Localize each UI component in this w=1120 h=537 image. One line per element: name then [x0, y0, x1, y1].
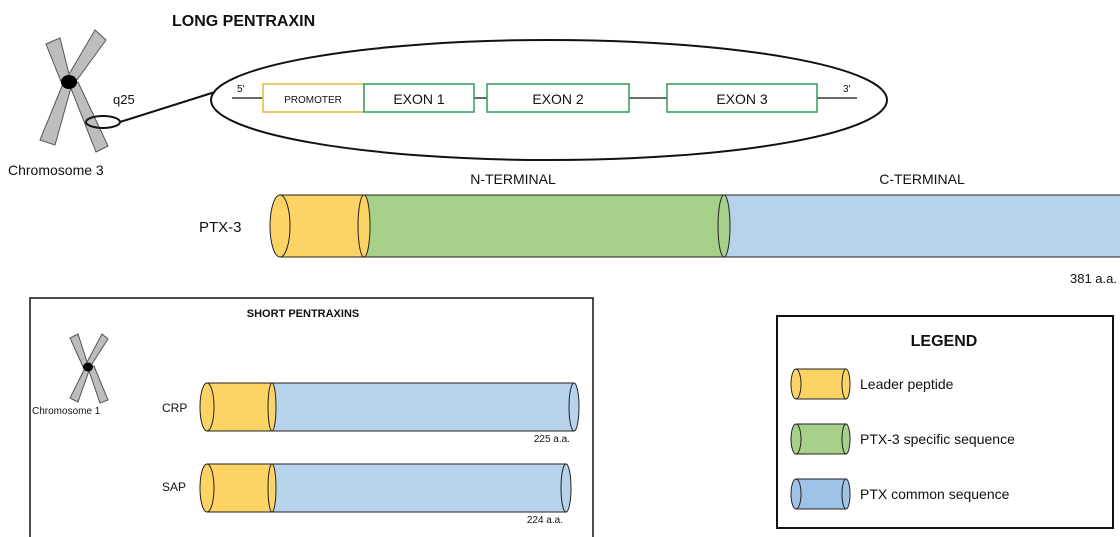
legend-item-common [790, 478, 851, 510]
promoter-label: PROMOTER [284, 95, 342, 106]
sap-bar [199, 463, 572, 513]
ptx3-specific-segment [363, 194, 725, 258]
chromosome-3-label: Chromosome 3 [8, 162, 104, 178]
legend-label-specific: PTX-3 specific sequence [860, 431, 1015, 447]
chromosome-3-icon [39, 29, 109, 153]
legend-title: LEGEND [911, 333, 978, 350]
ptx3-length-label: 381 a.a. [1070, 271, 1117, 286]
chromosome-1-label: Chromosome 1 [32, 406, 101, 417]
crp-bar [199, 382, 580, 432]
exon-3-label: EXON 3 [716, 91, 768, 107]
long-pentraxin-title: LONG PENTRAXIN [172, 13, 315, 30]
sap-length-label: 224 a.a. [527, 515, 563, 526]
zoom-line [119, 91, 216, 123]
n-terminal-label: N-TERMINAL [470, 171, 556, 187]
ptx3-bar [269, 194, 1120, 258]
legend-label-leader: Leader peptide [860, 376, 954, 392]
three-prime-label: 3' [843, 84, 851, 95]
c-terminal-label: C-TERMINAL [879, 171, 965, 187]
exon-2-label: EXON 2 [532, 91, 584, 107]
legend-label-common: PTX common sequence [860, 486, 1010, 502]
locus-label: q25 [113, 92, 135, 107]
gene-zoom-ellipse [210, 39, 888, 161]
chromosome-1-icon [69, 333, 109, 404]
ptx3-common-segment [723, 194, 1120, 258]
sap-label: SAP [162, 480, 186, 494]
legend-item-specific [790, 423, 851, 455]
promoter-box [262, 83, 365, 113]
short-pentraxins-title: SHORT PENTRAXINS [247, 308, 359, 320]
five-prime-label: 5' [237, 84, 245, 95]
exon-1-label: EXON 1 [393, 91, 445, 107]
ptx3-label: PTX-3 [199, 219, 242, 236]
exon-3-box [666, 83, 818, 113]
legend-item-leader [790, 368, 851, 400]
ptx3-leader-segment [279, 194, 365, 258]
crp-length-label: 225 a.a. [534, 434, 570, 445]
crp-label: CRP [162, 401, 187, 415]
exon-1-box [363, 83, 475, 113]
exon-2-box [486, 83, 630, 113]
